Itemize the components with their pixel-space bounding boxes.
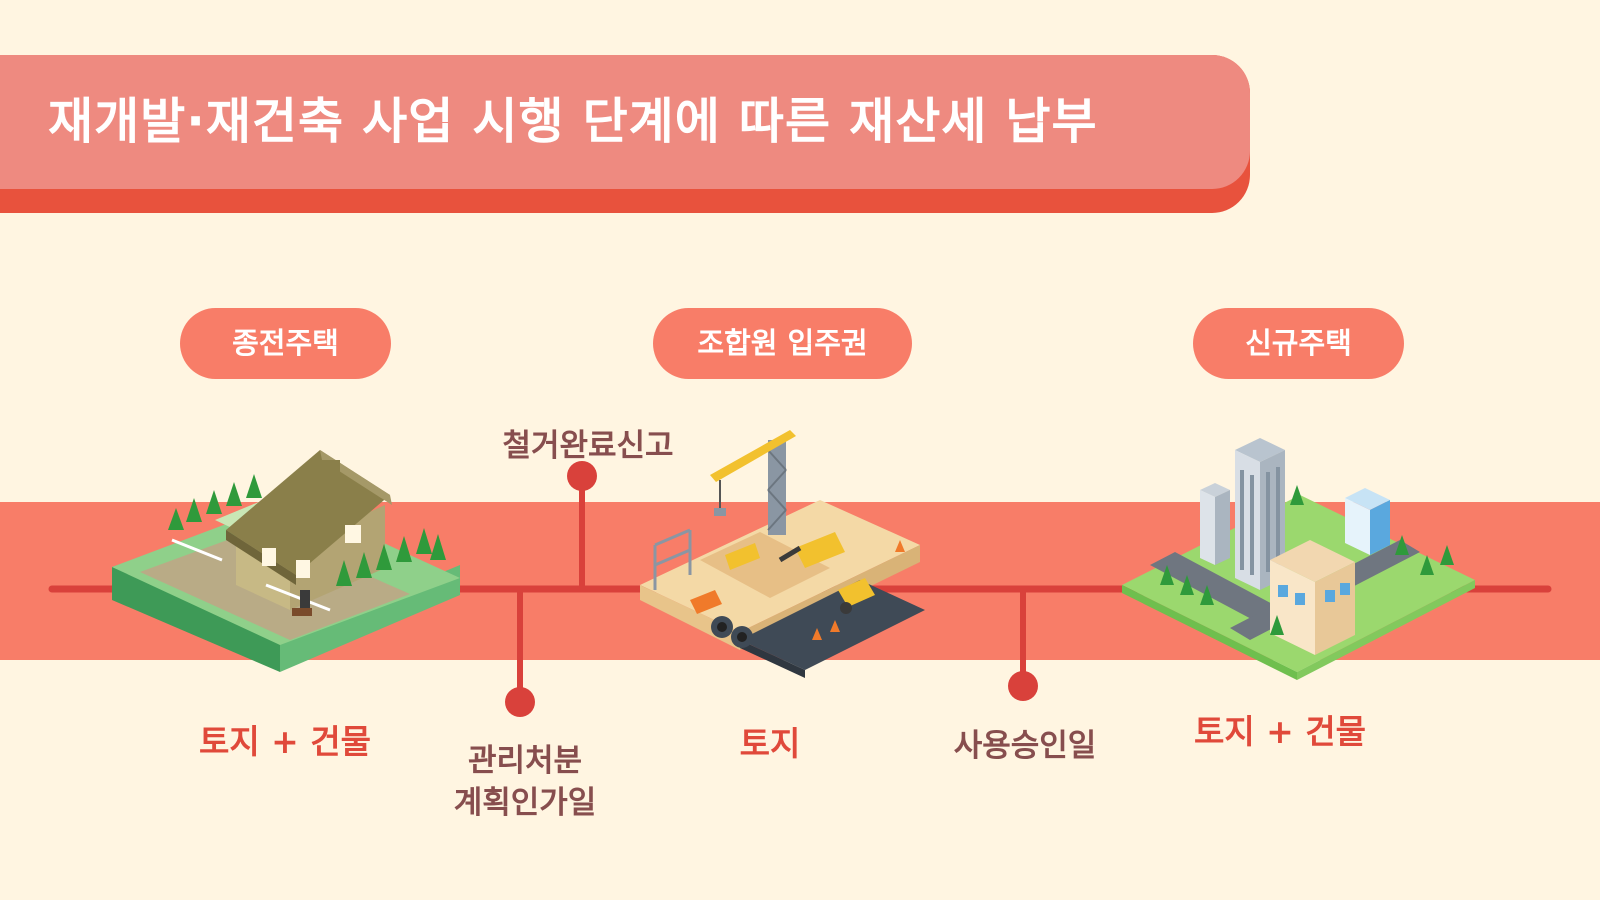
old-house-illustration bbox=[112, 450, 460, 672]
stage-pill-old-house: 종전주택 bbox=[180, 308, 391, 379]
title-banner bbox=[0, 55, 1250, 189]
milestone-marker-approval bbox=[505, 589, 535, 717]
milestone-marker-demolition bbox=[567, 461, 597, 589]
stage-pill-membership-right: 조합원 입주권 bbox=[653, 308, 912, 379]
tax-label-new-house: 토지 + 건물 bbox=[1193, 712, 1367, 751]
new-city-illustration bbox=[1122, 438, 1475, 680]
milestone-label-line: 관리처분 bbox=[467, 743, 583, 779]
construction-site-illustration bbox=[640, 430, 925, 678]
milestone-label-use-approval: 사용승인일 bbox=[953, 728, 1097, 764]
milestone-label-line: 계획인가일 bbox=[453, 785, 597, 821]
tax-label-membership-right: 토지 bbox=[739, 724, 801, 763]
milestone-label-demolition: 철거완료신고 bbox=[502, 428, 674, 464]
page-title: 재개발·재건축 사업 시행 단계에 따른 재산세 납부 bbox=[48, 93, 1098, 150]
milestone-marker-use-approval bbox=[1008, 589, 1038, 701]
stage-pill-new-house: 신규주택 bbox=[1193, 308, 1404, 379]
tax-label-old-house: 토지 + 건물 bbox=[198, 722, 372, 761]
